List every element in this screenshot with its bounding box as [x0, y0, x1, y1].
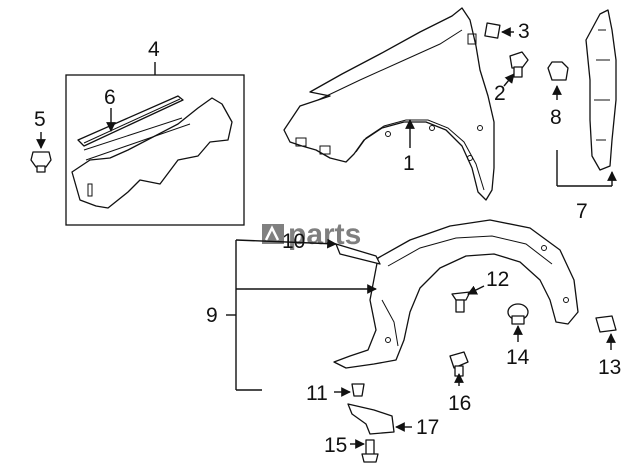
callout-labels: 1 2 3 4 5 6 7 8 9 10 11 12 13 14 15 16 1… — [34, 20, 621, 457]
part-11-clip — [334, 383, 365, 397]
part-1-fender — [283, 7, 495, 201]
callout-16: 16 — [448, 392, 471, 415]
part-10-bracket — [335, 243, 381, 265]
watermark-logo: parts — [262, 218, 361, 251]
callout-14: 14 — [506, 346, 530, 369]
callout-6: 6 — [104, 86, 116, 109]
callout-5: 5 — [34, 108, 46, 131]
part-17-bracket — [347, 403, 412, 435]
part-9-liner — [226, 219, 579, 391]
callout-1: 1 — [403, 152, 415, 175]
callout-3: 3 — [518, 20, 530, 43]
part-12-clip — [451, 285, 485, 313]
part-2-bolt — [503, 51, 529, 87]
part-4-box — [65, 62, 245, 226]
part-8-clip — [547, 61, 569, 100]
part-5-clip — [30, 132, 52, 173]
callout-13: 13 — [598, 356, 621, 379]
part-15-bolt — [350, 439, 379, 463]
part-14-grommet — [507, 303, 529, 342]
callout-11: 11 — [306, 382, 328, 405]
callout-10: 10 — [282, 230, 305, 253]
part-13-clip — [595, 315, 617, 350]
callout-12: 12 — [486, 268, 509, 291]
part-4-seal — [71, 97, 233, 209]
part-7-bracket — [556, 9, 617, 187]
callout-8: 8 — [550, 106, 562, 129]
callout-2: 2 — [494, 82, 506, 105]
callout-9: 9 — [206, 304, 218, 327]
watermark-text: parts — [288, 218, 361, 251]
callout-15: 15 — [324, 434, 347, 457]
callout-7: 7 — [576, 200, 588, 223]
part-3-nut — [484, 22, 514, 39]
part-16-bolt — [449, 351, 469, 386]
callout-17: 17 — [416, 416, 439, 439]
callout-4: 4 — [148, 38, 160, 61]
